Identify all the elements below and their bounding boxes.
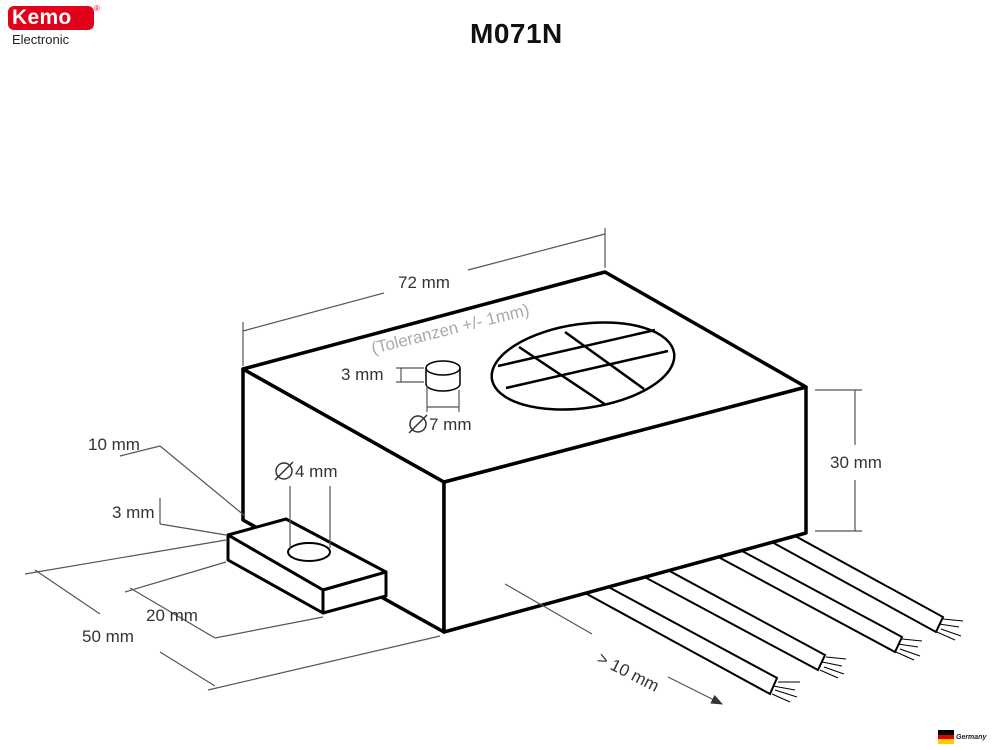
dim-label-depth: 50 mm xyxy=(82,627,134,646)
logo-subtitle: Electronic xyxy=(12,32,70,47)
dim-label-knob-height: 3 mm xyxy=(341,365,384,384)
dim-label-length: 72 mm xyxy=(398,273,450,292)
dim-label-tab-length: 10 mm xyxy=(88,435,140,454)
diameter-icon-hole xyxy=(275,462,293,480)
germany-flag-icon xyxy=(938,730,954,744)
dim-label-knob-diameter: 7 mm xyxy=(429,415,472,434)
speaker-grille xyxy=(490,321,676,411)
dim-label-tab-thickness: 3 mm xyxy=(112,503,155,522)
dim-label-wire-length: > 10 mm xyxy=(594,649,662,696)
dimension-lines xyxy=(24,228,862,705)
diameter-symbols xyxy=(274,414,428,481)
dim-label-hole-diameter: 4 mm xyxy=(295,462,338,481)
page-title: M071N xyxy=(470,18,563,49)
kemo-logo: Kemo ® Electronic xyxy=(8,4,100,50)
dim-label-tab-width: 20 mm xyxy=(146,606,198,625)
logo-badge xyxy=(8,6,94,30)
logo-registered-mark: ® xyxy=(94,4,100,13)
potentiometer-knob xyxy=(425,360,461,392)
country-label: Germany xyxy=(956,734,987,741)
made-in-germany-badge: Germany xyxy=(938,728,998,746)
mounting-tab xyxy=(226,517,388,615)
dim-label-height: 30 mm xyxy=(830,453,882,472)
mounting-hole xyxy=(287,542,331,562)
logo-brand-name: Kemo xyxy=(12,6,72,29)
diameter-icon-knob xyxy=(409,415,427,433)
